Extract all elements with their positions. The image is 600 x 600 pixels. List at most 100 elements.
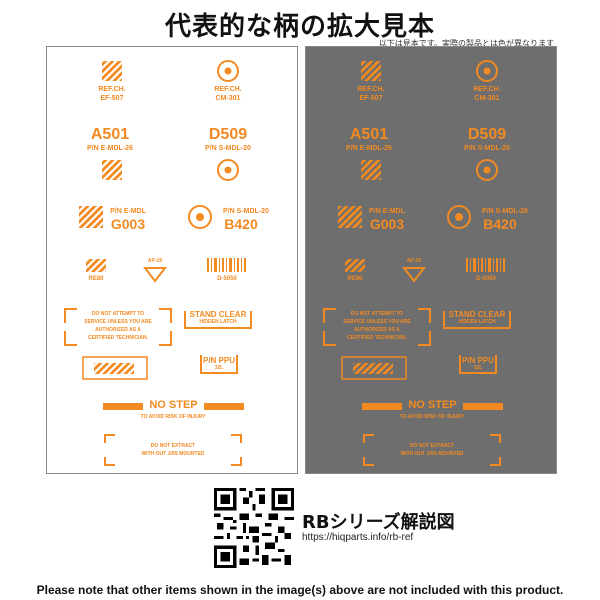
no-step-bar-right bbox=[463, 403, 503, 410]
warning-line-3: AUTHORIZED AS A bbox=[95, 327, 141, 333]
ref-ef-label: REF.CH. bbox=[98, 86, 126, 93]
qr-code[interactable] bbox=[214, 488, 294, 568]
ppu-pn: P/N PPU bbox=[461, 356, 494, 365]
ref-ef-label: REF.CH. bbox=[357, 86, 385, 93]
warning-line-3: AUTHORIZED AS A bbox=[354, 327, 400, 333]
warning-line-2: SERVICE UNLESS YOU ARE bbox=[343, 319, 411, 325]
stand-clear-label: STAND CLEAR bbox=[189, 310, 247, 319]
warning-frame-lower bbox=[82, 356, 148, 380]
disclaimer-text: Please note that other items shown in th… bbox=[36, 583, 564, 597]
sample-note: 以下は見本です。実際の製品とは色が異なります bbox=[378, 39, 554, 48]
extract-line-1: DO NOT EXTRACT bbox=[409, 443, 455, 449]
decal-sheet: REF.CH. EF-507 REF.CH. CM-301 A501 P/N E… bbox=[47, 47, 299, 475]
a501-pn: P/N E-MDL-26 bbox=[87, 145, 133, 152]
hazard-stripe-ef bbox=[102, 61, 122, 81]
ref-cm-code: CM-301 bbox=[215, 95, 241, 102]
d509-code: D509 bbox=[208, 126, 248, 143]
decal-graphics bbox=[323, 60, 511, 466]
hazard-stripe-bottom bbox=[353, 363, 393, 374]
warning-line-1: DO NOT ATTEMPT TO bbox=[91, 311, 145, 317]
d509-code: D509 bbox=[467, 126, 507, 143]
ap19-label: AP-19 bbox=[406, 258, 422, 264]
decal-sheet: REF.CH. EF-507 REF.CH. CM-301 A501 P/N E… bbox=[306, 47, 558, 475]
extract-frame bbox=[363, 434, 501, 466]
target-d509-inner bbox=[224, 166, 232, 174]
target-d509-outer bbox=[217, 159, 239, 181]
target-d509-outer bbox=[476, 159, 498, 181]
no-step-bar-left bbox=[103, 403, 143, 410]
hidden-latch-label: HIDDEN LATCH bbox=[458, 319, 496, 325]
extract-frame bbox=[104, 434, 242, 466]
target-b420-outer bbox=[188, 205, 212, 229]
ppu-frame bbox=[459, 355, 497, 374]
ppu-code: 32L bbox=[473, 365, 483, 371]
hazard-stripe-g003 bbox=[79, 206, 103, 228]
ppu-pn: P/N PPU bbox=[202, 356, 235, 365]
hazard-stripe-bottom bbox=[94, 363, 134, 374]
stand-clear-frame bbox=[443, 311, 511, 329]
d509-pn: P/N S-MDL-20 bbox=[464, 145, 510, 152]
re80-label: RE80 bbox=[88, 276, 104, 282]
warning-triangle bbox=[401, 267, 427, 283]
g003-code: G003 bbox=[110, 216, 146, 232]
stand-clear-frame bbox=[184, 311, 252, 329]
no-step-label: NO STEP bbox=[408, 399, 457, 411]
target-b420-inner bbox=[196, 213, 204, 221]
hazard-stripe-a501 bbox=[361, 160, 381, 180]
a501-code: A501 bbox=[90, 126, 130, 143]
no-step-label: NO STEP bbox=[149, 399, 198, 411]
ppu-frame bbox=[200, 355, 238, 374]
g003-pn: P/N E-MDL bbox=[110, 208, 146, 215]
hazard-stripe-g003 bbox=[338, 206, 362, 228]
reference-url[interactable]: https://hiqparts.info/rb-ref bbox=[302, 532, 414, 543]
hidden-latch-label: HIDDEN LATCH bbox=[199, 319, 237, 325]
target-b420-inner bbox=[455, 213, 463, 221]
no-step-bar-left bbox=[362, 403, 402, 410]
decal-sample-gray: REF.CH. EF-507 REF.CH. CM-301 A501 P/N E… bbox=[305, 46, 557, 474]
hazard-stripe-ef bbox=[361, 61, 381, 81]
warning-line-4: CERTIFIED TECHNICIAN. bbox=[347, 335, 407, 341]
decal-sample-white: REF.CH. EF-507 REF.CH. CM-301 A501 P/N E… bbox=[46, 46, 298, 474]
target-cm-inner bbox=[483, 67, 491, 75]
ref-cm-code: CM-301 bbox=[474, 95, 500, 102]
warning-frame bbox=[64, 308, 172, 346]
ppu-code: 32L bbox=[214, 365, 224, 371]
extract-line-2: WITH OUT J/0S MOUNTED bbox=[400, 451, 464, 457]
g003-code: G003 bbox=[369, 216, 405, 232]
warning-line-1: DO NOT ATTEMPT TO bbox=[350, 311, 404, 317]
b420-code: B420 bbox=[224, 216, 258, 232]
target-cm-inner bbox=[224, 67, 232, 75]
barcode bbox=[207, 258, 246, 272]
warning-frame-lower bbox=[341, 356, 407, 380]
ref-cm-label: REF.CH. bbox=[214, 86, 242, 93]
ref-ef-code: EF-507 bbox=[359, 95, 383, 102]
avoid-injury-label: TO AVOID RISK OF INJURY bbox=[140, 414, 206, 420]
re80-label: RE80 bbox=[347, 276, 363, 282]
target-cm-outer bbox=[217, 60, 239, 82]
d509-pn: P/N S-MDL-20 bbox=[205, 145, 251, 152]
barcode bbox=[466, 258, 505, 272]
series-label: RBシリーズ解説図 bbox=[302, 512, 455, 533]
ref-ef-code: EF-507 bbox=[100, 95, 124, 102]
warning-line-4: CERTIFIED TECHNICIAN. bbox=[88, 335, 148, 341]
target-d509-inner bbox=[483, 166, 491, 174]
avoid-injury-label: TO AVOID RISK OF INJURY bbox=[399, 414, 465, 420]
warning-line-2: SERVICE UNLESS YOU ARE bbox=[84, 319, 152, 325]
ap19-label: AP-19 bbox=[147, 258, 163, 264]
extract-line-2: WITH OUT J/0S MOUNTED bbox=[141, 451, 205, 457]
decal-graphics bbox=[64, 60, 252, 466]
warning-triangle bbox=[142, 267, 168, 283]
a501-pn: P/N E-MDL-26 bbox=[346, 145, 392, 152]
extract-line-1: DO NOT EXTRACT bbox=[150, 443, 196, 449]
target-cm-outer bbox=[476, 60, 498, 82]
hazard-stripe-a501 bbox=[102, 160, 122, 180]
hazard-stripe-re80 bbox=[86, 259, 106, 272]
warning-frame bbox=[323, 308, 431, 346]
b420-pn: P/N S-MDL-20 bbox=[482, 208, 528, 215]
d5050-label: D-5050 bbox=[217, 276, 237, 282]
b420-code: B420 bbox=[483, 216, 517, 232]
g003-pn: P/N E-MDL bbox=[369, 208, 405, 215]
target-b420-outer bbox=[447, 205, 471, 229]
hazard-stripe-re80 bbox=[345, 259, 365, 272]
b420-pn: P/N S-MDL-20 bbox=[223, 208, 269, 215]
